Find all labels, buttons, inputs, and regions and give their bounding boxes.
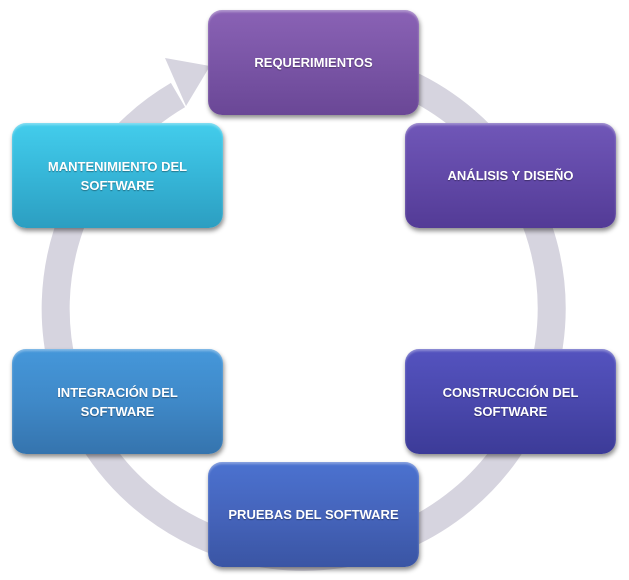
step-pruebas: PRUEBAS DEL SOFTWARE [208, 462, 419, 567]
step-requerimientos: REQUERIMIENTOS [208, 10, 419, 115]
step-label: REQUERIMIENTOS [254, 55, 373, 70]
step-label: ANÁLISIS Y DISEÑO [447, 168, 574, 183]
step-label: PRUEBAS DEL SOFTWARE [228, 507, 399, 522]
step-mantenimiento: MANTENIMIENTO DEL SOFTWARE [12, 123, 223, 228]
step-label: CONSTRUCCIÓN DEL SOFTWARE [442, 384, 579, 419]
step-integracion: INTEGRACIÓN DEL SOFTWARE [12, 349, 223, 454]
cycle-arrowhead-icon [165, 58, 210, 106]
step-analisis-diseno: ANÁLISIS Y DISEÑO [405, 123, 616, 228]
step-construccion: CONSTRUCCIÓN DEL SOFTWARE [405, 349, 616, 454]
step-label: INTEGRACIÓN DEL SOFTWARE [57, 384, 178, 419]
step-label: MANTENIMIENTO DEL SOFTWARE [47, 158, 188, 193]
